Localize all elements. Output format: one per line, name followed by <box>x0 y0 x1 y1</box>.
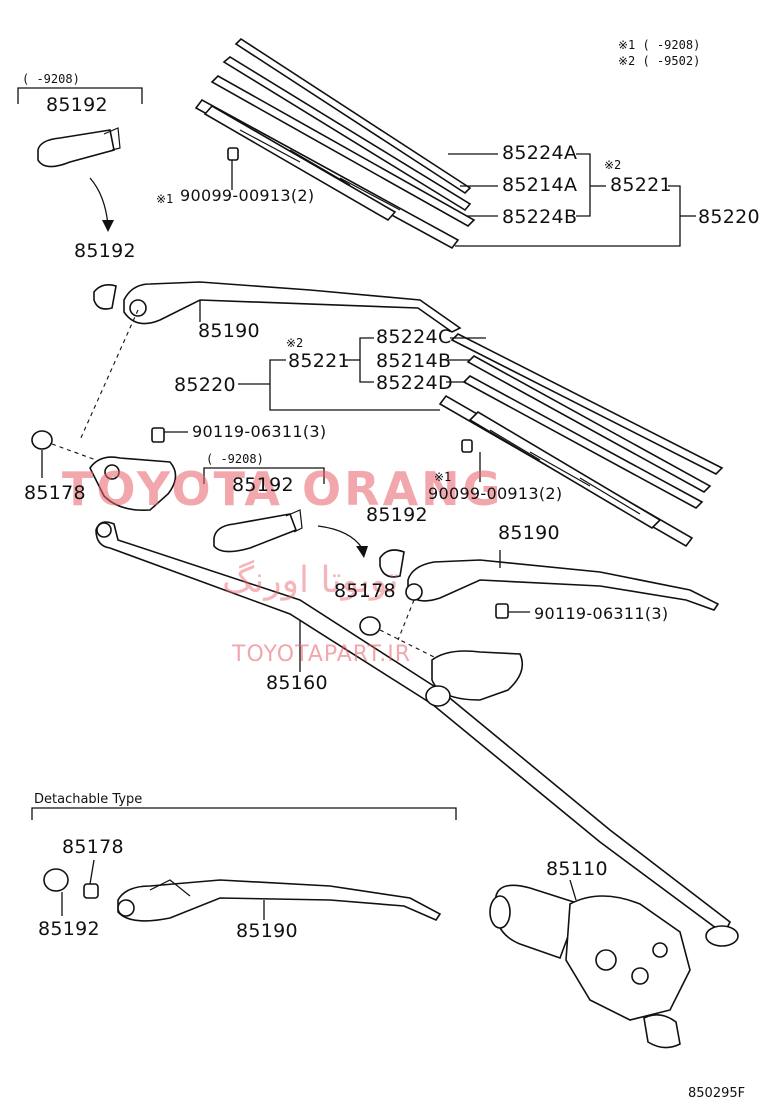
label-85221-mid: 85221 <box>288 350 350 372</box>
label-85220-top: 85220 <box>698 206 760 228</box>
lower-blade-leaders <box>238 337 486 482</box>
mark-90099-mid: ※1 <box>434 470 452 484</box>
top-cap-group <box>17 87 143 232</box>
label-85214B: 85214B <box>376 350 452 372</box>
label-85192-cap2: 85192 <box>366 504 428 526</box>
cap-part-top <box>37 129 115 168</box>
label-85214A: 85214A <box>502 174 578 196</box>
label-85192-detachable: 85192 <box>38 918 100 940</box>
mark-85221-mid: ※2 <box>286 336 304 350</box>
diagram-reference-code: 850295F <box>688 1086 746 1101</box>
label-85160: 85160 <box>266 672 328 694</box>
date-mid: ( -9208) <box>206 452 264 466</box>
left-pivot <box>31 309 188 512</box>
note-2: ※2 ( -9502) <box>618 54 701 68</box>
label-85224D: 85224D <box>376 372 453 394</box>
upper-blade-clip <box>227 147 239 161</box>
watermark-persian: تویوتا اورنگ <box>222 560 399 601</box>
label-90119-top: 90119-06311(3) <box>192 422 327 441</box>
label-85190-detachable: 85190 <box>236 920 298 942</box>
link-rod <box>95 521 739 947</box>
watermark-site: TOYOTAPART.IR <box>232 642 412 667</box>
label-85178-detachable: 85178 <box>62 836 124 858</box>
label-85224A: 85224A <box>502 142 578 164</box>
label-85190-mid: 85190 <box>498 522 560 544</box>
label-85192-mid: 85192 <box>232 474 294 496</box>
label-90119-mid: 90119-06311(3) <box>534 604 669 623</box>
upper-blade-leaders <box>231 153 696 247</box>
upper-wiper-arm <box>93 281 462 333</box>
middle-wiper-arm <box>359 549 720 707</box>
label-85178-left: 85178 <box>24 482 86 504</box>
label-85178-mid: 85178 <box>334 580 396 602</box>
wiper-motor <box>489 879 691 1049</box>
arm-cap-upper <box>93 284 117 310</box>
label-85221-top: 85221 <box>610 174 672 196</box>
lower-blade-set <box>438 333 724 548</box>
label-90099-top: 90099-00913(2) <box>180 186 315 205</box>
label-85192-top: 85192 <box>46 94 108 116</box>
label-85224B: 85224B <box>502 206 578 228</box>
mark-85221-top: ※2 <box>604 158 622 172</box>
label-85220-mid: 85220 <box>174 374 236 396</box>
upper-blade-set <box>194 37 476 250</box>
watermark-main: TOYOTA ORANG <box>62 462 504 516</box>
label-85224C: 85224C <box>376 326 452 348</box>
label-85190-top: 85190 <box>198 320 260 342</box>
detachable-type-title: Detachable Type <box>34 792 143 807</box>
middle-cap-group <box>203 467 368 558</box>
label-85192-cap: 85192 <box>74 240 136 262</box>
note-1: ※1 ( -9208) <box>618 38 701 52</box>
label-90099-mid: 90099-00913(2) <box>428 484 563 503</box>
label-85110: 85110 <box>546 858 608 880</box>
mark-90099-top: ※1 <box>156 192 174 206</box>
detachable-section <box>31 807 457 922</box>
date-top: ( -9208) <box>22 72 80 86</box>
